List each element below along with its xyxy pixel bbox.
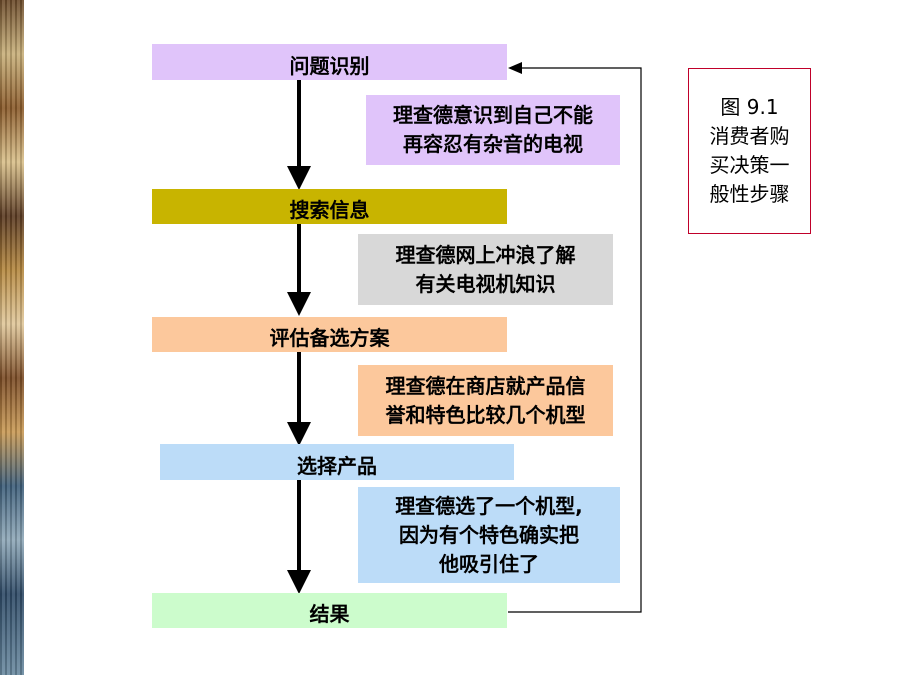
step-product-choice: 选择产品 [160,444,514,480]
feedback-loop-arrow [508,62,642,613]
step-problem-recognition: 问题识别 [152,44,507,80]
decorative-side-strip [0,0,24,675]
figure-caption: 图 9.1 消费者购 买决策一 般性步骤 [688,68,811,234]
step-information-search: 搜索信息 [152,189,507,224]
down-arrow-4 [287,480,311,594]
note-problem-recognition: 理查德意识到自己不能 再容忍有杂音的电视 [366,95,620,165]
note-product-choice: 理查德选了一个机型, 因为有个特色确实把 他吸引住了 [358,487,620,583]
down-arrow-3 [287,352,311,446]
down-arrow-2 [287,224,311,316]
down-arrow-1 [287,80,311,190]
step-outcome: 结果 [152,593,507,628]
note-information-search: 理查德网上冲浪了解 有关电视机知识 [358,234,613,305]
step-evaluate-alternatives: 评估备选方案 [152,317,507,352]
note-evaluate-alternatives: 理查德在商店就产品信 誉和特色比较几个机型 [358,365,613,436]
